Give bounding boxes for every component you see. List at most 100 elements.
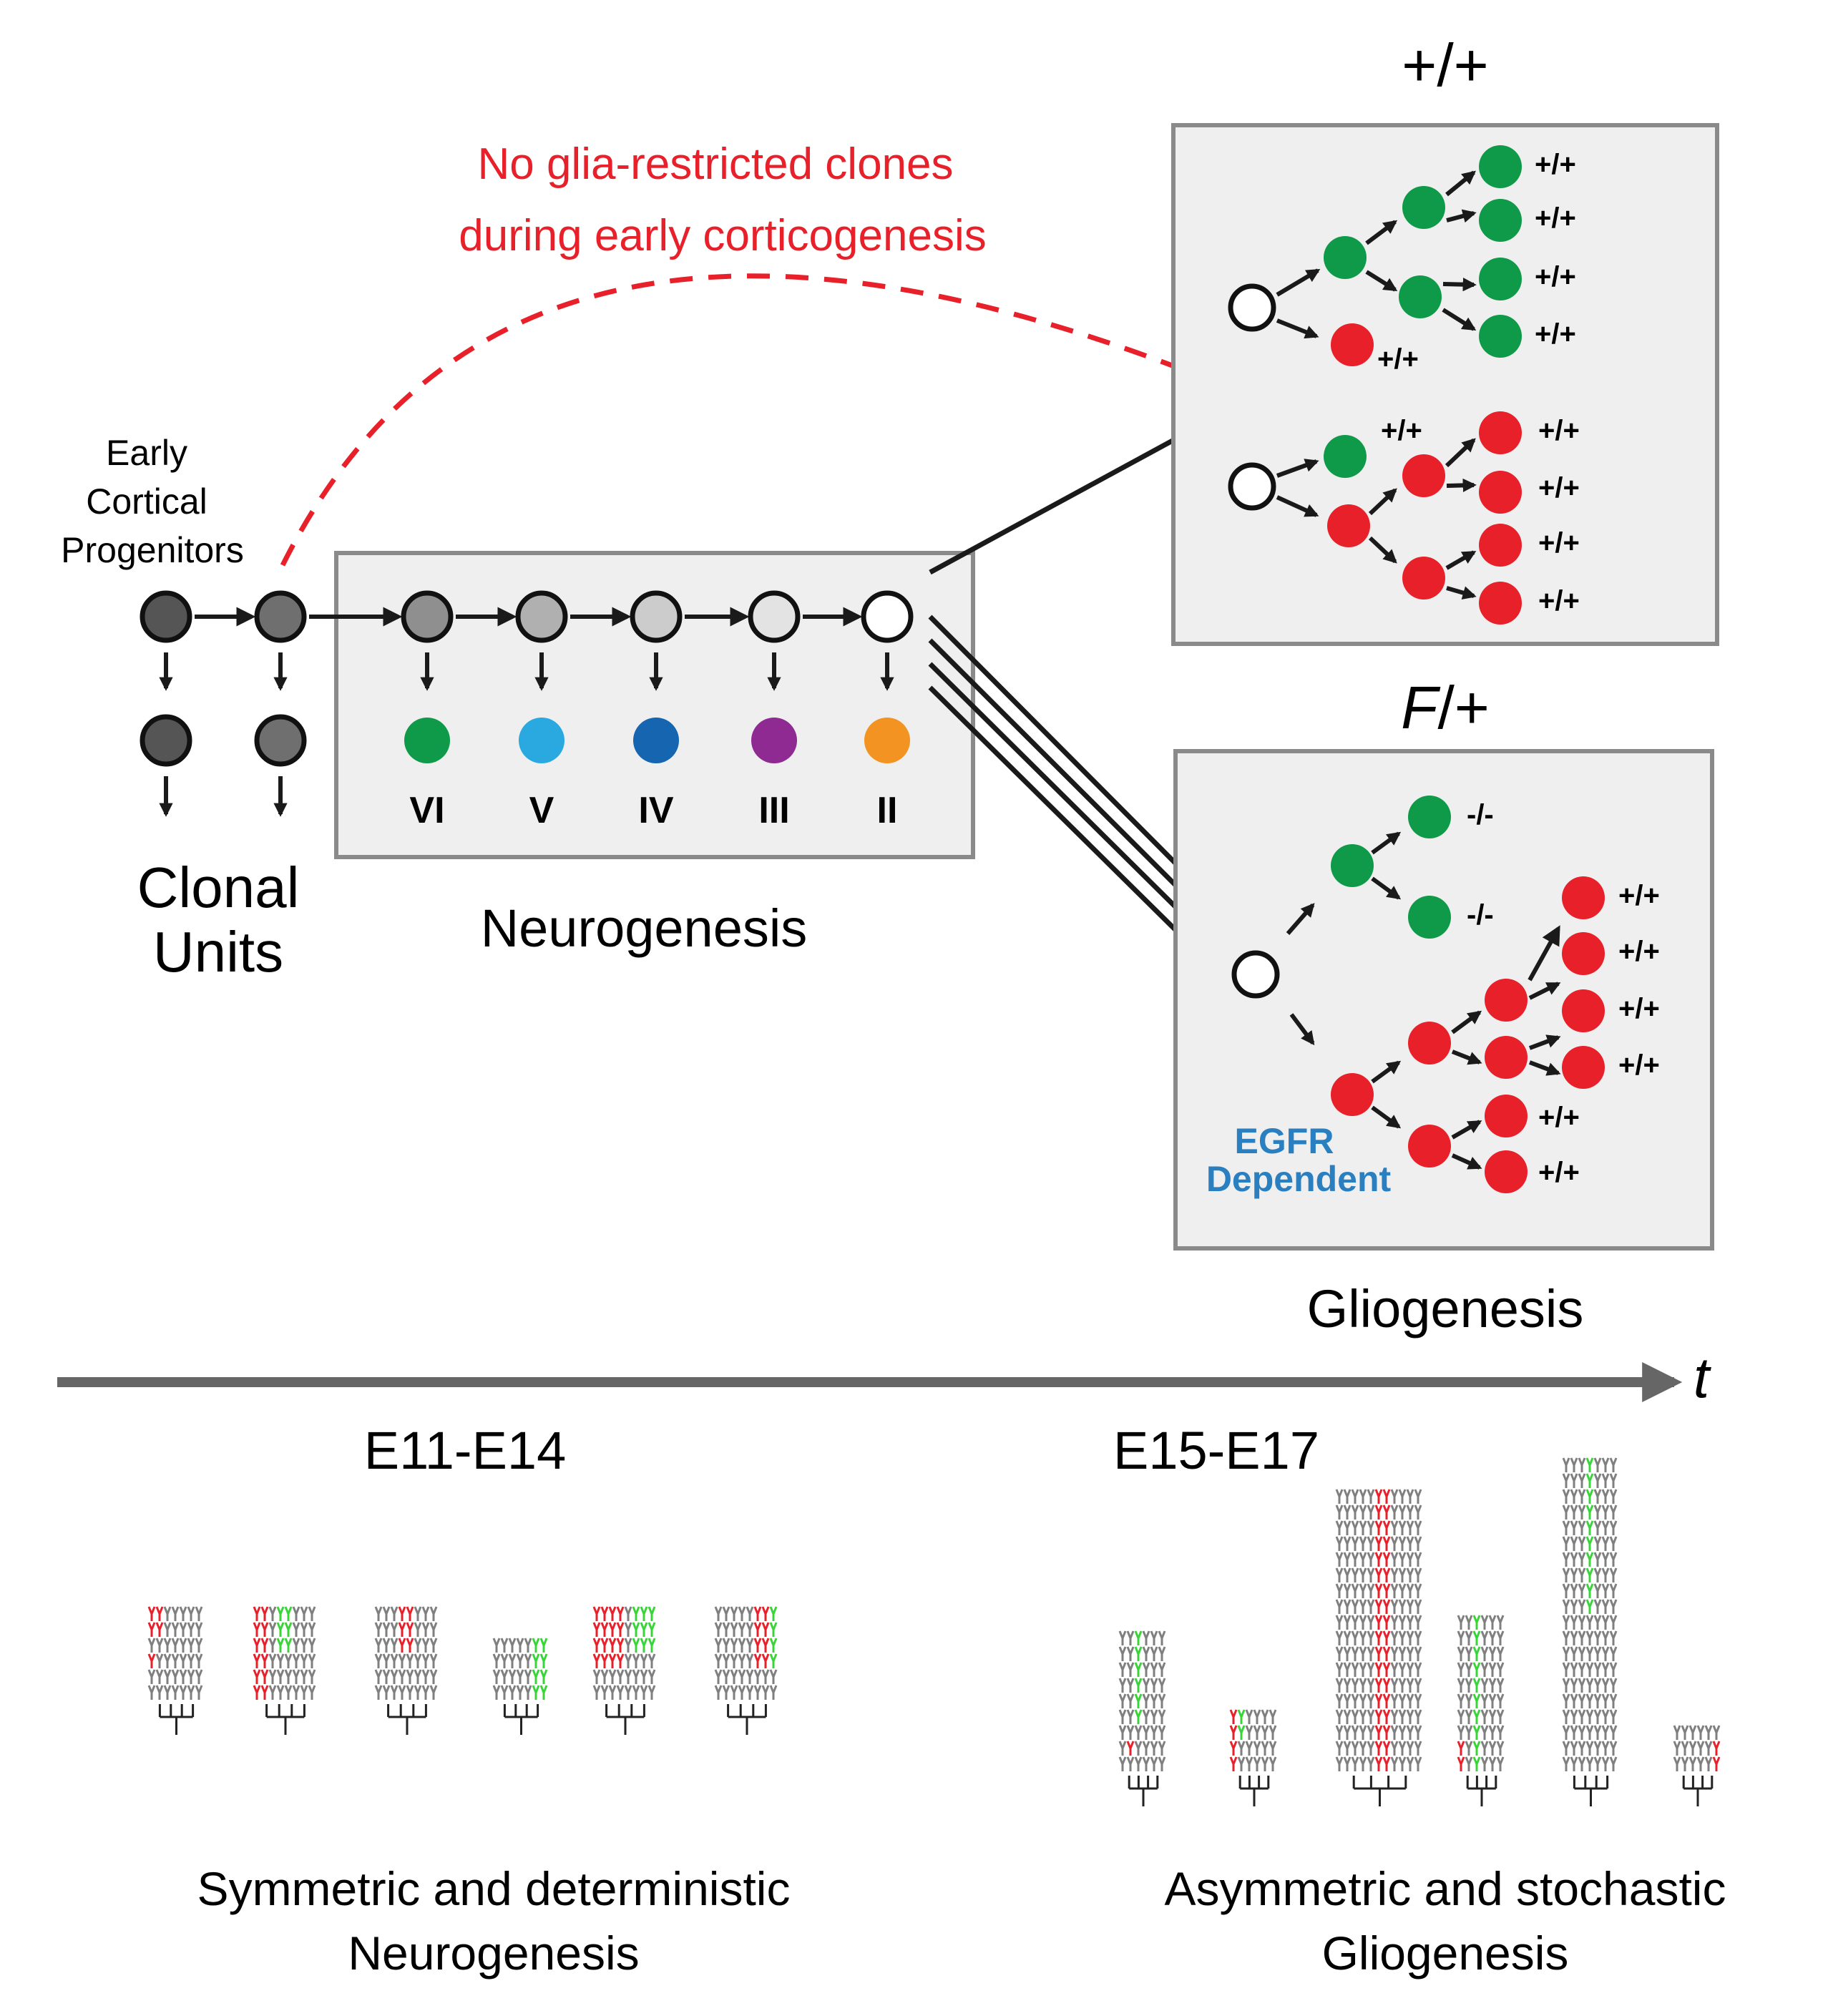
genotype-label: +/+ [1377,343,1419,375]
timeline-symbol: t [1694,1346,1711,1409]
annotation-line-1: No glia-restricted clones [477,140,953,189]
genotype-label: +/+ [1538,1102,1580,1133]
flox-lineage-tree: -/--/-+/++/++/++/++/++/+ [1231,796,1660,1193]
neuron-layer-III [751,718,797,763]
oligodendrocyte [1485,1036,1528,1079]
astrocyte [1479,258,1522,300]
lineage-arrow [1445,438,1476,468]
clone-tree [147,1606,203,1735]
genotype-label: +/+ [1381,415,1422,446]
lineage-arrow [1451,1010,1482,1034]
lineage-arrow [1276,268,1321,297]
flox-panel-title: F/+ [1401,674,1490,741]
genotype-label: +/+ [1618,993,1660,1024]
oligodendrocyte [1402,557,1445,600]
astrocyte [1479,199,1522,242]
genotype-label: -/- [1467,899,1494,931]
lineage-arrow [1442,278,1477,292]
lineage-arrow [1528,1034,1561,1050]
lineage-arrow [1276,318,1319,339]
oligodendrocyte [1562,989,1605,1032]
lineage-arrow [1445,170,1476,197]
timeline-label-late: E15-E17 [1113,1421,1319,1480]
caption-right-1: Asymmetric and stochastic [1165,1862,1726,1915]
oligodendrocyte [1485,1095,1528,1137]
lineage-arrow [1276,459,1319,478]
wt-progenitor-top [1228,283,1276,332]
genotype-label: +/+ [1538,527,1580,559]
genotype-label: +/+ [1535,149,1576,180]
lineage-arrow [1451,1153,1482,1170]
caption-right-2: Gliogenesis [1322,1927,1569,1980]
arrow-to-flox-3 [928,662,1224,955]
clone-tree [592,1606,656,1735]
genotype-label: +/+ [1535,261,1576,293]
progenitors-label-3: Progenitors [61,530,244,570]
flox-panel [1173,749,1714,1251]
genotype-label: -/- [1467,799,1494,831]
clonal-unit-cell [140,714,192,767]
lineage-arrow [1528,925,1560,982]
lineage-arrow [1289,1013,1315,1046]
glia-restricted-dashed-arrow [280,273,1221,567]
caption-left-2: Neurogenesis [348,1927,639,1980]
wt-panel [1171,123,1719,646]
lineage-arrow [1528,982,1561,1000]
lineage-arrow [1371,876,1402,900]
lineage-arrow [1445,550,1477,570]
layer-label-VI: VI [409,790,444,831]
annotation-line-2: during early corticogenesis [459,211,987,260]
astrocyte [1408,896,1451,939]
clone-tree [1335,1489,1422,1806]
flox-progenitor [1231,950,1280,999]
progenitor-cell [140,590,192,643]
layer-label-V: V [529,790,554,831]
astrocyte [1324,236,1367,279]
neuron-layer-VI [404,718,450,763]
lineage-arrow [1528,1060,1561,1076]
progenitors-label-1: Early [106,433,187,473]
oligodendrocyte [1402,454,1445,497]
oligodendrocyte [1485,1150,1528,1193]
neuron-layer-V [519,718,565,763]
progenitor-cell [630,590,683,643]
arrow-to-flox-1 [928,615,1224,912]
genotype-label: +/+ [1538,585,1580,617]
astrocyte [1402,186,1445,229]
neurogenesis-label: Neurogenesis [481,899,808,958]
wt-lineage-tree: +/++/++/++/++/++/++/++/++/++/+ [1228,145,1580,625]
lineage-arrow [1365,220,1398,245]
astrocyte [1408,796,1451,838]
genotype-label: +/+ [1538,1157,1580,1188]
oligodendrocyte [1562,932,1605,975]
progenitor-cell [748,590,801,643]
oligodendrocyte [1485,979,1528,1022]
lineage-arrow [1371,831,1402,855]
lineage-arrow [1365,270,1398,292]
clone-tree [1673,1725,1721,1806]
clone-tree [1457,1615,1505,1806]
egfr-label-2: Dependent [1206,1159,1392,1199]
flox-title-rest: /+ [1437,674,1489,741]
progenitor-chain [140,590,914,817]
astrocyte [1479,145,1522,188]
astrocyte [1331,844,1374,887]
clonal-units-label-2: Units [153,920,283,984]
layer-label-II: II [877,790,898,831]
lineage-arrow [1371,1105,1402,1129]
progenitor-cell [861,590,914,643]
lineage-arrow [1276,495,1319,517]
egfr-label-1: EGFR [1235,1121,1334,1161]
genotype-label: +/+ [1538,415,1580,446]
progenitor-cell [401,590,454,643]
lineage-arrow [1368,488,1397,516]
clone-tree [1118,1630,1166,1806]
progenitor-cell [254,590,307,643]
astrocyte [1324,435,1367,478]
lineage-arrow [1446,478,1477,493]
wt-progenitor-bottom [1228,462,1276,511]
oligodendrocyte [1331,1073,1374,1116]
caption-left-1: Symmetric and deterministic [197,1862,791,1915]
clonal-units-label-1: Clonal [137,856,300,919]
